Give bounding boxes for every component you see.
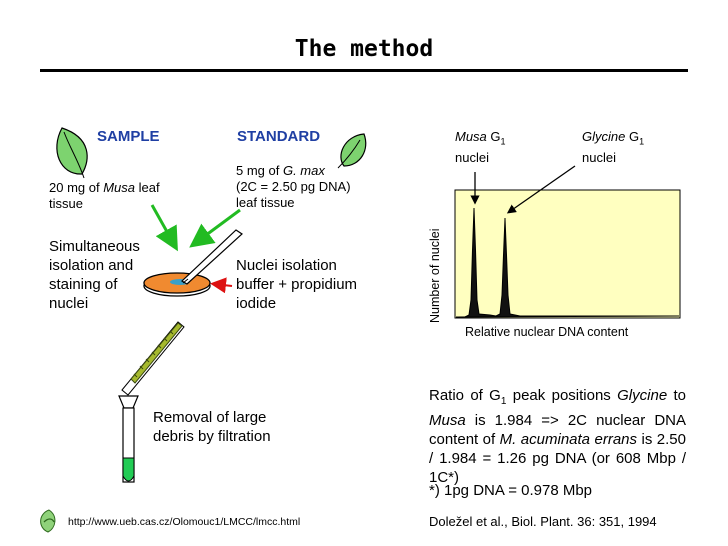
leaf-icon-sample	[56, 127, 88, 179]
buffer-arrow	[210, 277, 233, 294]
ratio-p4: is 1.984 => 2C nuclear DNA content of	[429, 412, 686, 448]
buffer-line: buffer + propidium	[236, 276, 358, 293]
isolation-step-text: Simultaneous isolation and staining of n…	[49, 237, 140, 313]
ratio-glycine: Glycine	[617, 387, 668, 404]
musa-peak-label: Musa G1 nuclei	[455, 129, 506, 166]
ratio-p5: is 2.50 / 1.984 = 1.26 pg DNA (or 608 Mb…	[429, 431, 686, 486]
ratio-musa: Musa	[429, 412, 466, 429]
sample-desc-line2: tissue	[49, 196, 83, 211]
standard-desc-pre: 5 mg of	[236, 163, 283, 178]
standard-heading: STANDARD	[237, 128, 321, 145]
buffer-line: Nuclei isolation	[236, 257, 337, 274]
buffer-text: Nuclei isolation buffer + propidium iodi…	[236, 256, 357, 313]
petri-dish-icon	[143, 272, 211, 297]
standard-description: 5 mg of G. max (2C = 2.50 pg DNA) leaf t…	[236, 163, 351, 211]
isolation-line: staining of	[49, 276, 118, 293]
ratio-p3: to	[667, 387, 687, 404]
institute-logo-icon	[40, 509, 56, 533]
sample-desc-post: leaf	[135, 180, 160, 195]
source-url-link[interactable]: http://www.ueb.cas.cz/Olomouc1/LMCC/lmcc…	[68, 516, 301, 528]
filtration-text: Removal of large debris by filtration	[153, 408, 271, 446]
standard-arrow	[189, 208, 241, 248]
glycine-g: G	[625, 129, 640, 144]
histogram-y-label: Number of nuclei	[428, 228, 442, 324]
histogram-panel	[454, 189, 681, 319]
pipette-icon	[121, 321, 185, 396]
title-rule	[40, 69, 688, 72]
filtration-line: Removal of large	[153, 409, 267, 426]
isolation-line: nuclei	[49, 295, 89, 312]
standard-desc-line3: leaf tissue	[236, 195, 295, 210]
isolation-line: Simultaneous	[49, 238, 140, 255]
glycine-species: Glycine	[582, 129, 626, 144]
sample-arrow	[150, 204, 178, 252]
ratio-p2: peak positions	[506, 387, 618, 404]
standard-desc-species: G. max	[282, 163, 325, 178]
citation: Doležel et al., Biol. Plant. 36: 351, 19…	[429, 514, 657, 529]
glycine-peak-arrow	[506, 165, 576, 214]
leaf-icon-standard	[337, 133, 367, 169]
isolation-line: isolation and	[49, 257, 134, 274]
pestle-icon	[181, 229, 243, 285]
filter-tube-icon	[118, 395, 139, 483]
ratio-p1-sub: 1	[500, 396, 507, 407]
sample-desc-pre: 20 mg of	[49, 180, 104, 195]
histogram-trace	[455, 207, 680, 318]
sample-description: 20 mg of Musa leaf tissue	[49, 180, 160, 212]
musa-species: Musa	[455, 129, 487, 144]
musa-sub: 1	[500, 136, 506, 147]
histogram-x-label: Relative nuclear DNA content	[465, 325, 629, 339]
ratio-species: M. acuminata errans	[499, 431, 638, 448]
sample-heading: SAMPLE	[97, 128, 160, 145]
sample-desc-species: Musa	[103, 180, 135, 195]
buffer-line: iodide	[236, 295, 277, 312]
glycine-nuclei: nuclei	[582, 149, 616, 165]
glycine-peak-label: Glycine G1 nuclei	[582, 129, 644, 166]
ratio-p1: Ratio of G	[429, 387, 501, 404]
filtration-line: debris by filtration	[153, 428, 271, 445]
page-title: The method	[294, 36, 434, 62]
ratio-paragraph: Ratio of G1 peak positions Glycine to Mu…	[429, 386, 686, 487]
musa-nuclei: nuclei	[455, 149, 489, 165]
conversion-note: *) 1pg DNA = 0.978 Mbp	[429, 482, 593, 499]
glycine-sub: 1	[639, 136, 645, 147]
musa-g: G	[486, 129, 501, 144]
standard-desc-line2: (2C = 2.50 pg DNA)	[236, 179, 351, 194]
